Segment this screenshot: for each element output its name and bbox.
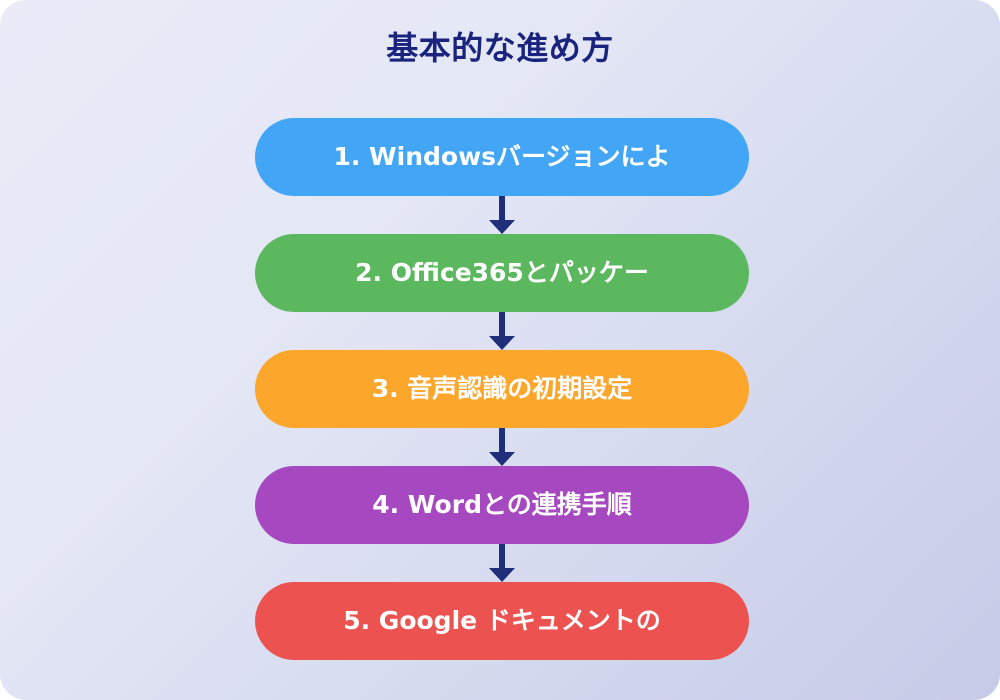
step-box-3[interactable]: 3. 音声認識の初期設定 <box>255 350 749 428</box>
connector-arrow-1-to-2 <box>255 196 749 234</box>
flow-step-5: 5. Google ドキュメントの <box>255 582 749 660</box>
step-label-4: 4. Wordとの連携手順 <box>372 490 632 519</box>
step-box-5[interactable]: 5. Google ドキュメントの <box>255 582 749 660</box>
down-arrow-icon <box>489 196 515 234</box>
down-arrow-icon <box>489 312 515 350</box>
connector-arrow-2-to-3 <box>255 312 749 350</box>
flow-steps-container: 1. Windowsバージョンによ 2. Office365とパッケー <box>255 118 749 660</box>
step-label-1: 1. Windowsバージョンによ <box>333 142 671 171</box>
flow-step-1: 1. Windowsバージョンによ <box>255 118 749 196</box>
down-arrow-icon <box>489 544 515 582</box>
step-label-5: 5. Google ドキュメントの <box>343 606 661 635</box>
page-title: 基本的な進め方 <box>386 29 614 67</box>
step-label-2: 2. Office365とパッケー <box>355 258 649 287</box>
flow-step-2: 2. Office365とパッケー <box>255 234 749 312</box>
flow-step-4: 4. Wordとの連携手順 <box>255 466 749 544</box>
step-box-4[interactable]: 4. Wordとの連携手順 <box>255 466 749 544</box>
connector-arrow-4-to-5 <box>255 544 749 582</box>
step-label-3: 3. 音声認識の初期設定 <box>371 374 633 403</box>
connector-arrow-3-to-4 <box>255 428 749 466</box>
flow-step-3: 3. 音声認識の初期設定 <box>255 350 749 428</box>
step-box-2[interactable]: 2. Office365とパッケー <box>255 234 749 312</box>
down-arrow-icon <box>489 428 515 466</box>
step-box-1[interactable]: 1. Windowsバージョンによ <box>255 118 749 196</box>
